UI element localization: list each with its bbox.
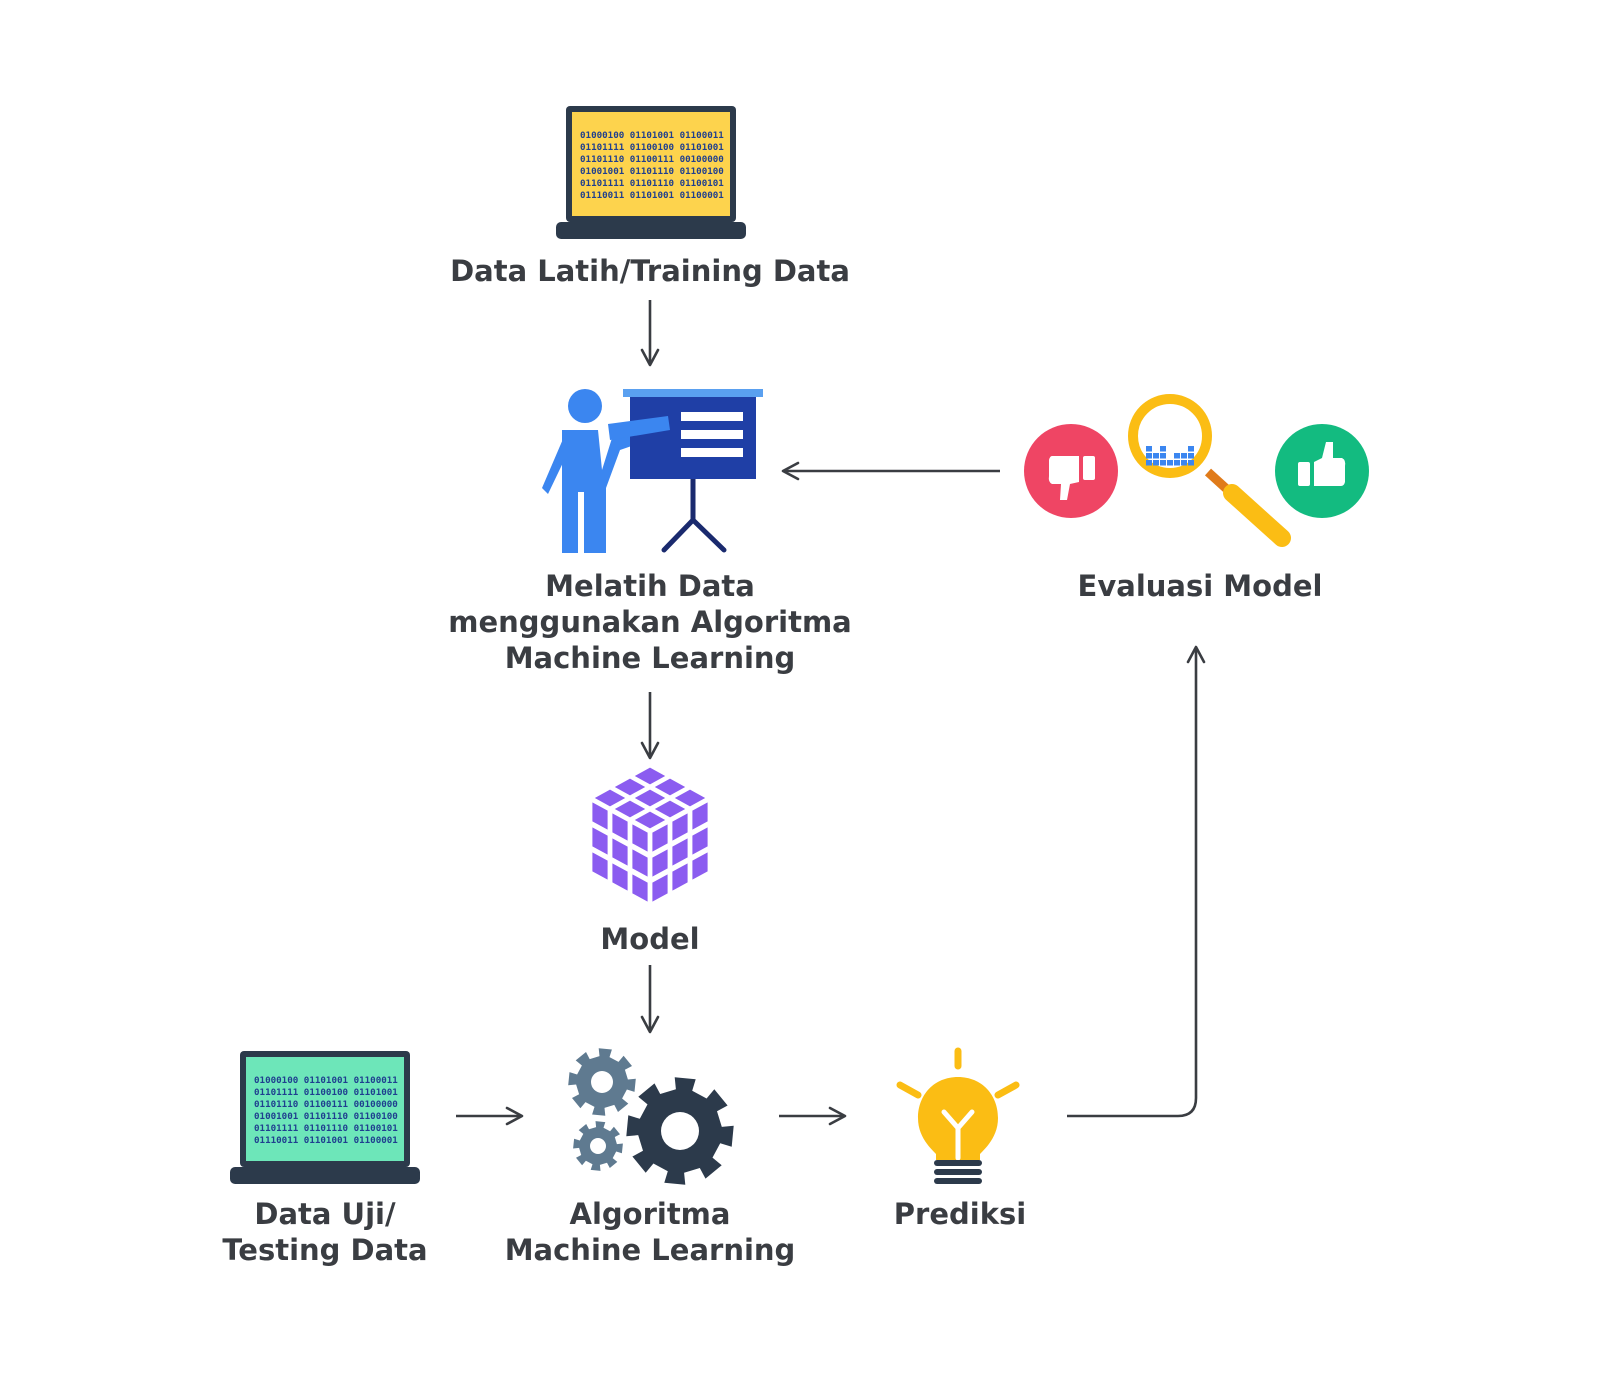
binary-row: 01101111 01101110 01100101 (580, 178, 724, 189)
binary-row: 01101111 01101110 01100101 (254, 1123, 398, 1134)
cube-icon (592, 767, 708, 902)
gears-icon (568, 1048, 734, 1185)
training-step-label: Melatih Data menggunakan Algoritma Machi… (430, 568, 870, 676)
model-label: Model (600, 922, 700, 956)
evaluation-label: Evaluasi Model (1077, 569, 1323, 603)
algorithm-line1: Algoritma (569, 1197, 731, 1231)
thumbs-down-icon (1024, 424, 1118, 518)
presentation-icon (542, 389, 763, 553)
testing-data-line1: Data Uji/ (254, 1197, 396, 1231)
training-step-line1: Melatih Data (545, 569, 755, 603)
thumbs-up-icon (1275, 424, 1369, 518)
training-data-label: Data Latih/Training Data (450, 254, 850, 288)
binary-row: 01001001 01101110 01100100 (254, 1111, 398, 1122)
binary-row: 01001001 01101110 01100100 (580, 166, 724, 177)
training-step-line2: menggunakan Algoritma (448, 605, 852, 639)
testing-data-label: Data Uji/ Testing Data (205, 1196, 445, 1268)
binary-row: 01000100 01101001 01100011 (254, 1075, 398, 1086)
binary-row: 01110011 01101001 01100001 (580, 190, 724, 201)
algorithm-line2: Machine Learning (504, 1233, 796, 1267)
testing-data-line2: Testing Data (222, 1233, 428, 1267)
algorithm-label: Algoritma Machine Learning (480, 1196, 820, 1268)
arrow-prediction-to-evaluation (1067, 645, 1206, 1118)
binary-row: 01110011 01101001 01100001 (254, 1135, 398, 1146)
binary-row: 01000100 01101001 01100011 (580, 130, 724, 141)
binary-row: 01101111 01100100 01101001 (254, 1087, 398, 1098)
training-step-line3: Machine Learning (504, 641, 796, 675)
binary-row: 01101111 01100100 01101001 (580, 142, 724, 153)
magnifier-icon (1128, 394, 1291, 547)
prediction-label: Prediksi (893, 1197, 1027, 1231)
binary-row: 01101110 01100111 00100000 (580, 154, 724, 165)
binary-row: 01101110 01100111 00100000 (254, 1099, 398, 1110)
lightbulb-icon (896, 1047, 1020, 1184)
